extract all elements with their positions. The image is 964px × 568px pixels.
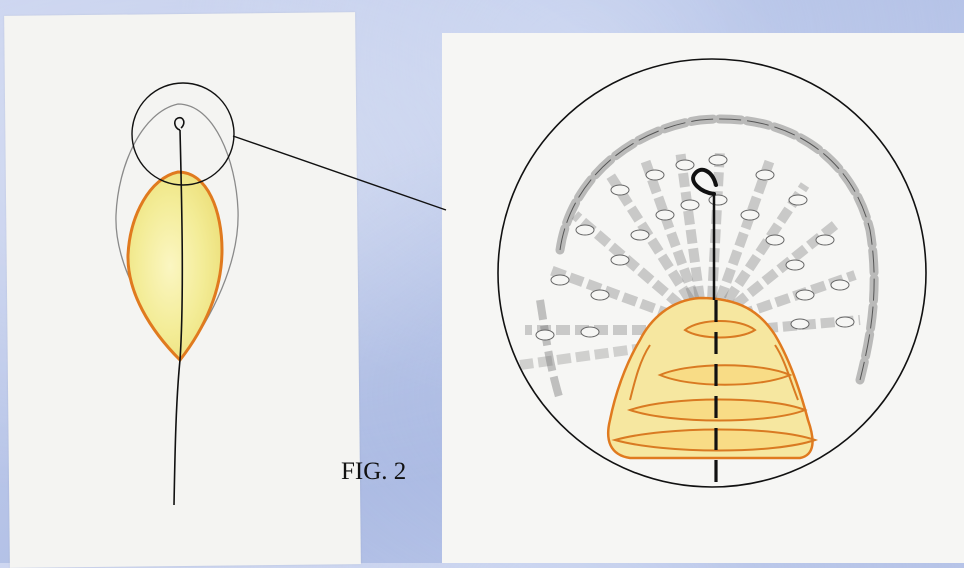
petal-drawing bbox=[116, 83, 238, 505]
zoom-connector-line bbox=[233, 136, 446, 210]
petal-yellow-fill bbox=[128, 172, 222, 360]
figure-label: FIG. 2 bbox=[341, 458, 406, 486]
thread-loop bbox=[175, 118, 184, 130]
hook-icon bbox=[693, 170, 716, 194]
